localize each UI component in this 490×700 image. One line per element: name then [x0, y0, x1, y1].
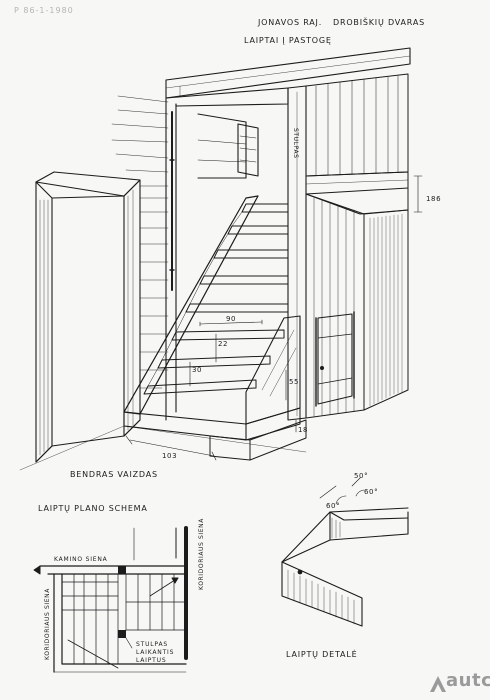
wall-siding [111, 95, 169, 389]
corridor-wall-right-label: KORIDORIAUS SIENA [198, 518, 205, 590]
post-note-2: LAIKANTIS [136, 649, 175, 656]
archive-code: P 86-1-1980 [14, 6, 74, 15]
side-height-dim: 55 [289, 378, 300, 386]
post-note-1: STULPAS [136, 641, 168, 648]
estate-label: DROBIŠKIŲ DVARAS [333, 18, 425, 27]
angle-b-label: 60° [364, 488, 379, 496]
general-view-label: BENDRAS VAIZDAS [70, 470, 158, 479]
chimney-wall-label: KAMINO SIENA [54, 556, 108, 563]
stair-opening [165, 87, 289, 421]
plan-schema [33, 526, 188, 673]
post-note-3: LAIPTUS [136, 657, 167, 664]
angle-c-label: 60° [326, 502, 341, 510]
logo-text: autc [446, 670, 490, 691]
upper-panel-wall [305, 73, 409, 215]
tread-width-dim: 90 [226, 315, 237, 323]
detail-title: LAIPTŲ DETALĖ [286, 650, 358, 659]
height-dim: 186 [426, 195, 442, 203]
autc-logo-icon [430, 676, 446, 692]
post-label: STULPAS [292, 128, 299, 159]
stair-detail [281, 477, 409, 627]
drawing-subtitle: LAIPTAI Į PASTOGĘ [244, 36, 332, 45]
door-frame [35, 171, 141, 463]
staircase [19, 195, 307, 471]
closet [305, 193, 409, 419]
dimension-lines [125, 175, 423, 461]
corridor-wall-left-label: KORIDORIAUS SIENA [44, 588, 51, 660]
location-label: JONAVOS RAJ. [258, 18, 323, 27]
angle-a-label: 50° [354, 472, 369, 480]
plan-title: LAIPTŲ PLANO SCHEMA [38, 504, 148, 513]
base-height-dim: 18 [298, 426, 309, 434]
rise-b-dim: 30 [192, 366, 203, 374]
ceiling-beam [165, 47, 411, 99]
base-length-dim: 103 [162, 452, 178, 460]
rise-a-dim: 22 [218, 340, 229, 348]
